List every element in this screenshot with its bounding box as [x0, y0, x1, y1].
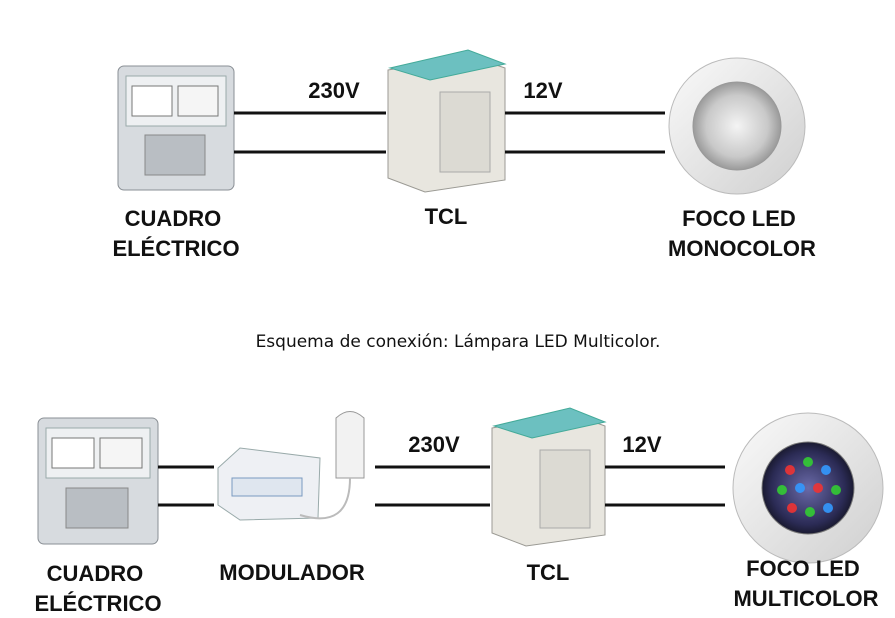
modulador-label: MODULADOR	[219, 560, 365, 585]
tcl-label: TCL	[425, 204, 468, 229]
voltage-230v-label: 230V	[308, 78, 360, 103]
tcl-transformer-device	[491, 407, 607, 547]
top-diagram: 230V 12V CUADRO ELÉCTRICO TCL FOCO LED M…	[112, 49, 816, 261]
wires-230v	[234, 111, 386, 154]
voltage-12v-label: 12V	[622, 432, 661, 457]
foco-led-monocolor-lamp	[668, 57, 806, 195]
wires-12v	[505, 111, 665, 154]
foco-led-multicolor-label: FOCO LED MULTICOLOR	[733, 556, 878, 611]
diagram-caption: Esquema de conexión: Lámpara LED Multico…	[256, 332, 661, 352]
wires-12v	[605, 465, 725, 507]
cuadro-electrico-device	[117, 65, 235, 191]
bottom-diagram: 230V 12V CUADRO ELÉCTRICO MODULA	[34, 407, 884, 616]
cuadro-electrico-label: CUADRO ELÉCTRICO	[112, 206, 239, 261]
voltage-12v-label: 12V	[523, 78, 562, 103]
modulador-device	[217, 411, 365, 521]
voltage-230v-label: 230V	[408, 432, 460, 457]
tcl-transformer-device	[387, 49, 507, 193]
foco-led-multicolor-lamp	[732, 412, 884, 564]
tcl-label: TCL	[527, 560, 570, 585]
cuadro-electrico-label: CUADRO ELÉCTRICO	[34, 561, 161, 616]
foco-led-monocolor-label: FOCO LED MONOCOLOR	[668, 206, 816, 261]
cuadro-electrico-device	[37, 417, 159, 545]
wires-230v	[375, 465, 490, 507]
wires-cuadro-modulador	[158, 465, 214, 507]
